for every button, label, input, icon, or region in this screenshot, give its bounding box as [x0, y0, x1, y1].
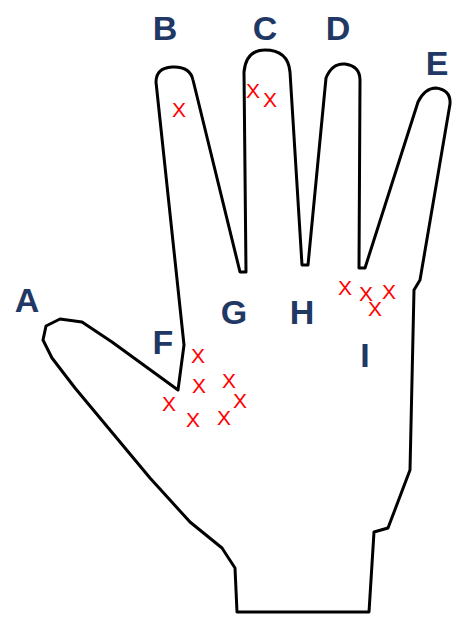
region-letter: E [426, 46, 449, 80]
region-letter: F [153, 325, 174, 359]
region-letter: I [360, 338, 369, 372]
mark-x: X [246, 80, 260, 101]
region-letter: H [290, 295, 315, 329]
hand-outline-path [43, 50, 450, 612]
mark-x: X [338, 277, 352, 298]
mark-x: X [192, 375, 206, 396]
mark-x: X [186, 409, 200, 430]
mark-x: X [191, 345, 205, 366]
mark-x: X [368, 298, 382, 319]
region-letter: D [326, 11, 351, 45]
mark-x: X [222, 370, 236, 391]
region-letter: C [253, 11, 278, 45]
mark-x: X [172, 99, 186, 120]
mark-x: X [162, 393, 176, 414]
mark-x: X [382, 281, 396, 302]
region-letter: B [153, 11, 178, 45]
mark-x: X [263, 89, 277, 110]
region-letter: G [221, 295, 247, 329]
mark-x: X [217, 407, 231, 428]
region-letter: A [15, 283, 40, 317]
mark-x: X [233, 390, 247, 411]
